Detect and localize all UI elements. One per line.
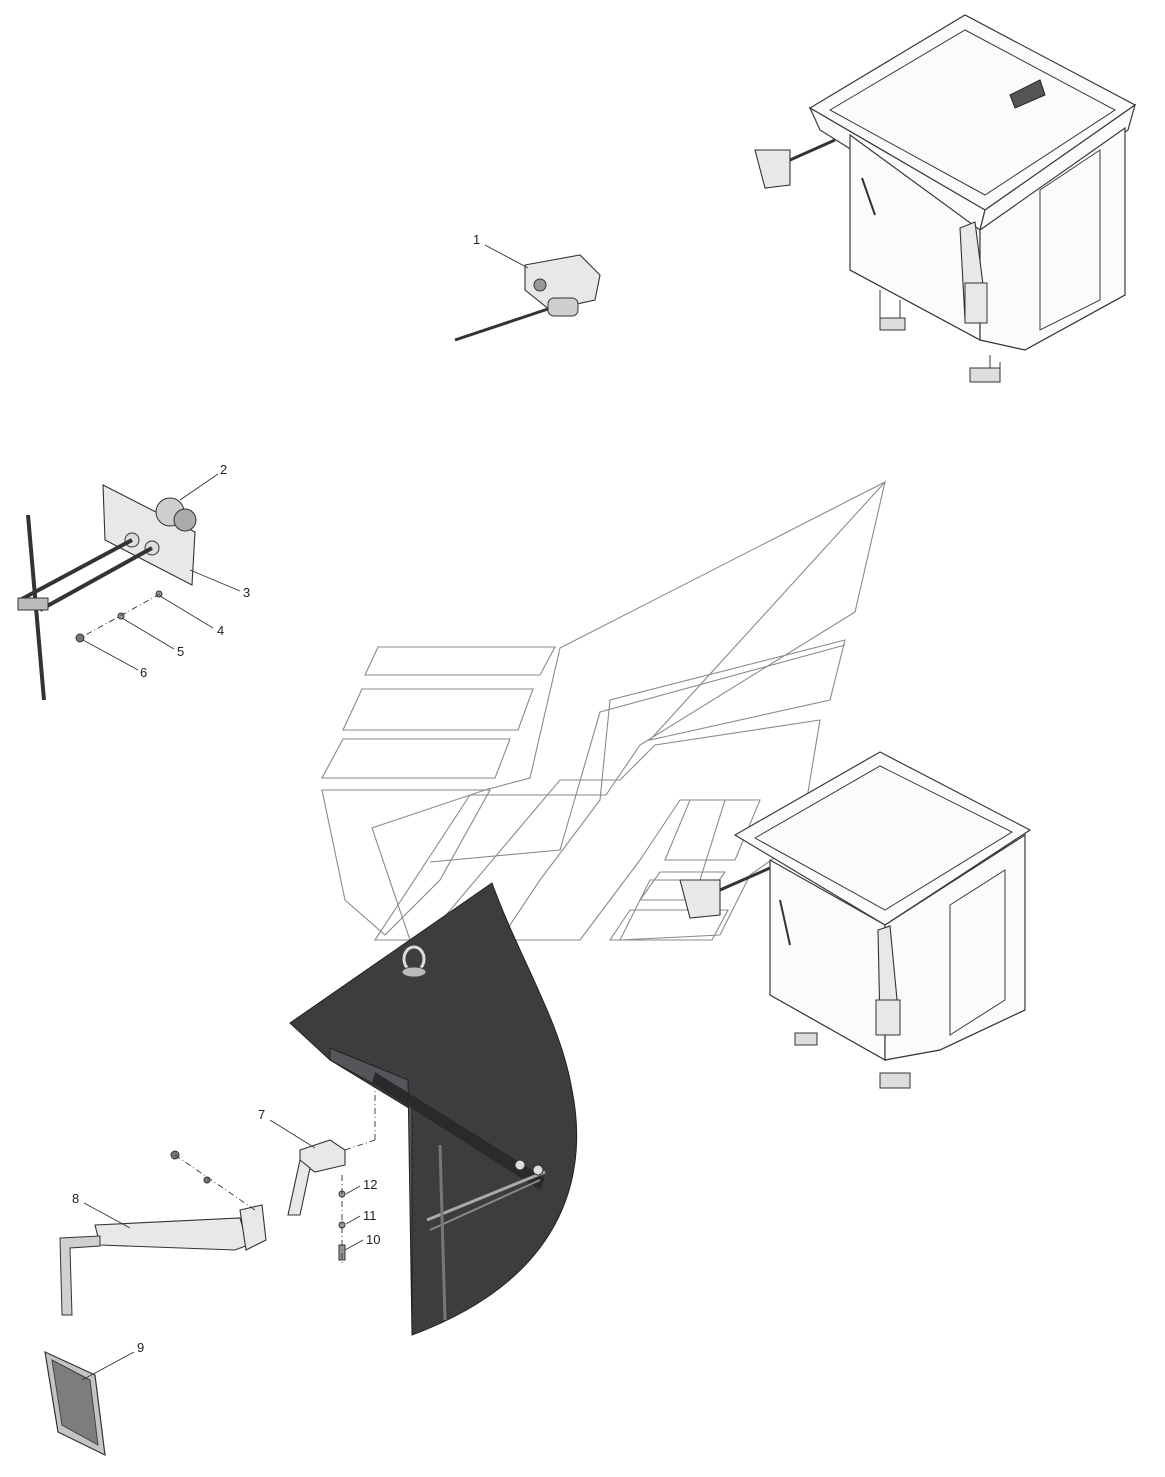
- callout-11: 11: [345, 1208, 377, 1225]
- callout-6: 6: [82, 639, 147, 680]
- callout-3: 3: [189, 569, 250, 600]
- svg-text:6: 6: [140, 665, 147, 680]
- cab-assembly-middle: [679, 751, 1032, 1089]
- part-mirror-bracket: [287, 1075, 376, 1216]
- svg-text:9: 9: [137, 1340, 144, 1355]
- callout-1: 1: [473, 232, 529, 269]
- lift-eye-icon: [401, 945, 427, 978]
- callout-8: 8: [72, 1191, 131, 1229]
- callout-7: 7: [258, 1107, 316, 1149]
- svg-text:1: 1: [473, 232, 480, 247]
- cab-corner-panel: [289, 882, 578, 1336]
- part-front-wiper-assembly: [17, 484, 197, 701]
- part-fasteners: [338, 1175, 346, 1265]
- part-mirror-arm: [59, 1150, 267, 1316]
- watermark-logo: [321, 480, 887, 941]
- cab-assembly-top: [754, 14, 1137, 383]
- svg-text:4: 4: [217, 623, 224, 638]
- svg-text:2: 2: [220, 462, 227, 477]
- svg-text:8: 8: [72, 1191, 79, 1206]
- svg-text:7: 7: [258, 1107, 265, 1122]
- svg-text:3: 3: [243, 585, 250, 600]
- callout-4: 4: [159, 595, 224, 638]
- svg-text:5: 5: [177, 644, 184, 659]
- callout-2: 2: [179, 462, 227, 501]
- part-wiper-motor-top: [454, 254, 601, 342]
- svg-text:10: 10: [366, 1232, 380, 1247]
- callout-10: 10: [344, 1232, 380, 1251]
- callout-9: 9: [81, 1340, 144, 1381]
- callout-5: 5: [121, 617, 184, 659]
- callout-12: 12: [345, 1177, 377, 1195]
- svg-text:11: 11: [363, 1208, 377, 1223]
- svg-text:12: 12: [363, 1177, 377, 1192]
- cab-wiper-icon: [426, 1144, 546, 1321]
- part-mirror-head: [44, 1350, 106, 1457]
